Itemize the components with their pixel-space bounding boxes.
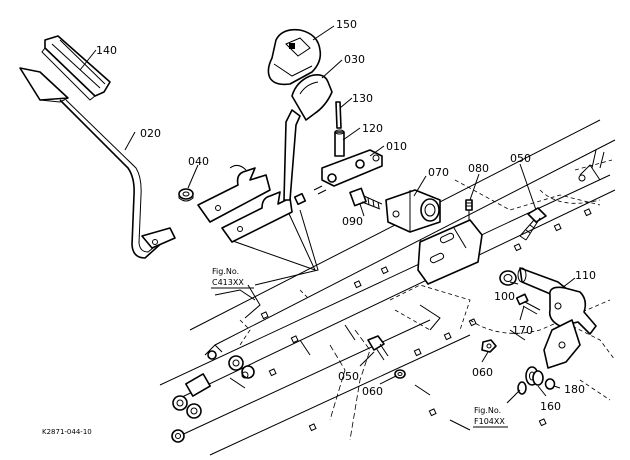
frame-outline <box>159 119 616 456</box>
part-140-pedal-pad <box>41 35 111 101</box>
part-040-bushing <box>178 188 194 202</box>
frame-rollers <box>171 344 255 443</box>
part-110-arm <box>517 267 597 369</box>
part-060-nut-left <box>394 369 406 379</box>
part-090-bolt <box>349 187 383 210</box>
label-170: 170 <box>512 324 533 337</box>
fig-ref-code: C413XX <box>212 278 244 287</box>
bracket-plates <box>197 164 293 243</box>
label-030: 030 <box>344 53 365 66</box>
label-070: 070 <box>428 166 449 179</box>
part-160-washer <box>517 366 544 395</box>
fig-ref-code: F104XX <box>474 417 505 426</box>
part-100-nut <box>499 270 517 286</box>
label-010: 010 <box>386 140 407 153</box>
part-170-bolt <box>515 293 541 315</box>
label-090: 090 <box>342 215 363 228</box>
label-040: 040 <box>188 155 209 168</box>
label-060-left: 060 <box>362 385 383 398</box>
label-020: 020 <box>140 127 161 140</box>
figure-ref-f104xx: Fig.No. F104XX <box>473 406 508 428</box>
part-130-pin <box>335 101 342 129</box>
part-180-nut <box>544 378 556 390</box>
part-060-nut-right <box>481 339 497 353</box>
part-010-link <box>313 149 383 195</box>
part-020-pedal-arm <box>19 67 176 259</box>
fig-ref-title: Fig.No. <box>474 406 501 415</box>
label-120: 120 <box>362 122 383 135</box>
label-160: 160 <box>540 400 561 413</box>
label-130: 130 <box>352 92 373 105</box>
label-140: 140 <box>96 44 117 57</box>
part-050-bolt-right <box>519 207 547 241</box>
diagram-code: K2871-044-10 <box>42 428 92 436</box>
label-060-right: 060 <box>472 366 493 379</box>
label-100: 100 <box>494 290 515 303</box>
label-150: 150 <box>336 18 357 31</box>
part-150-knob <box>267 28 322 86</box>
part-030-lever <box>283 74 333 206</box>
part-number-labels: 140 020 040 150 030 130 120 010 090 070 … <box>96 18 596 413</box>
label-180: 180 <box>564 383 585 396</box>
fig-ref-title: Fig.No. <box>212 267 239 276</box>
mounting-plate <box>417 219 483 285</box>
label-050-right: 050 <box>510 152 531 165</box>
figure-ref-c413xx: Fig.No. C413XX <box>211 267 254 289</box>
label-050-left: 050 <box>338 370 359 383</box>
leader-lines <box>79 25 576 404</box>
part-120-spacer <box>334 129 345 157</box>
label-080: 080 <box>468 162 489 175</box>
part-050-bolt-left <box>367 335 389 361</box>
part-070-pivot-holder <box>385 189 441 233</box>
label-110: 110 <box>575 269 596 282</box>
